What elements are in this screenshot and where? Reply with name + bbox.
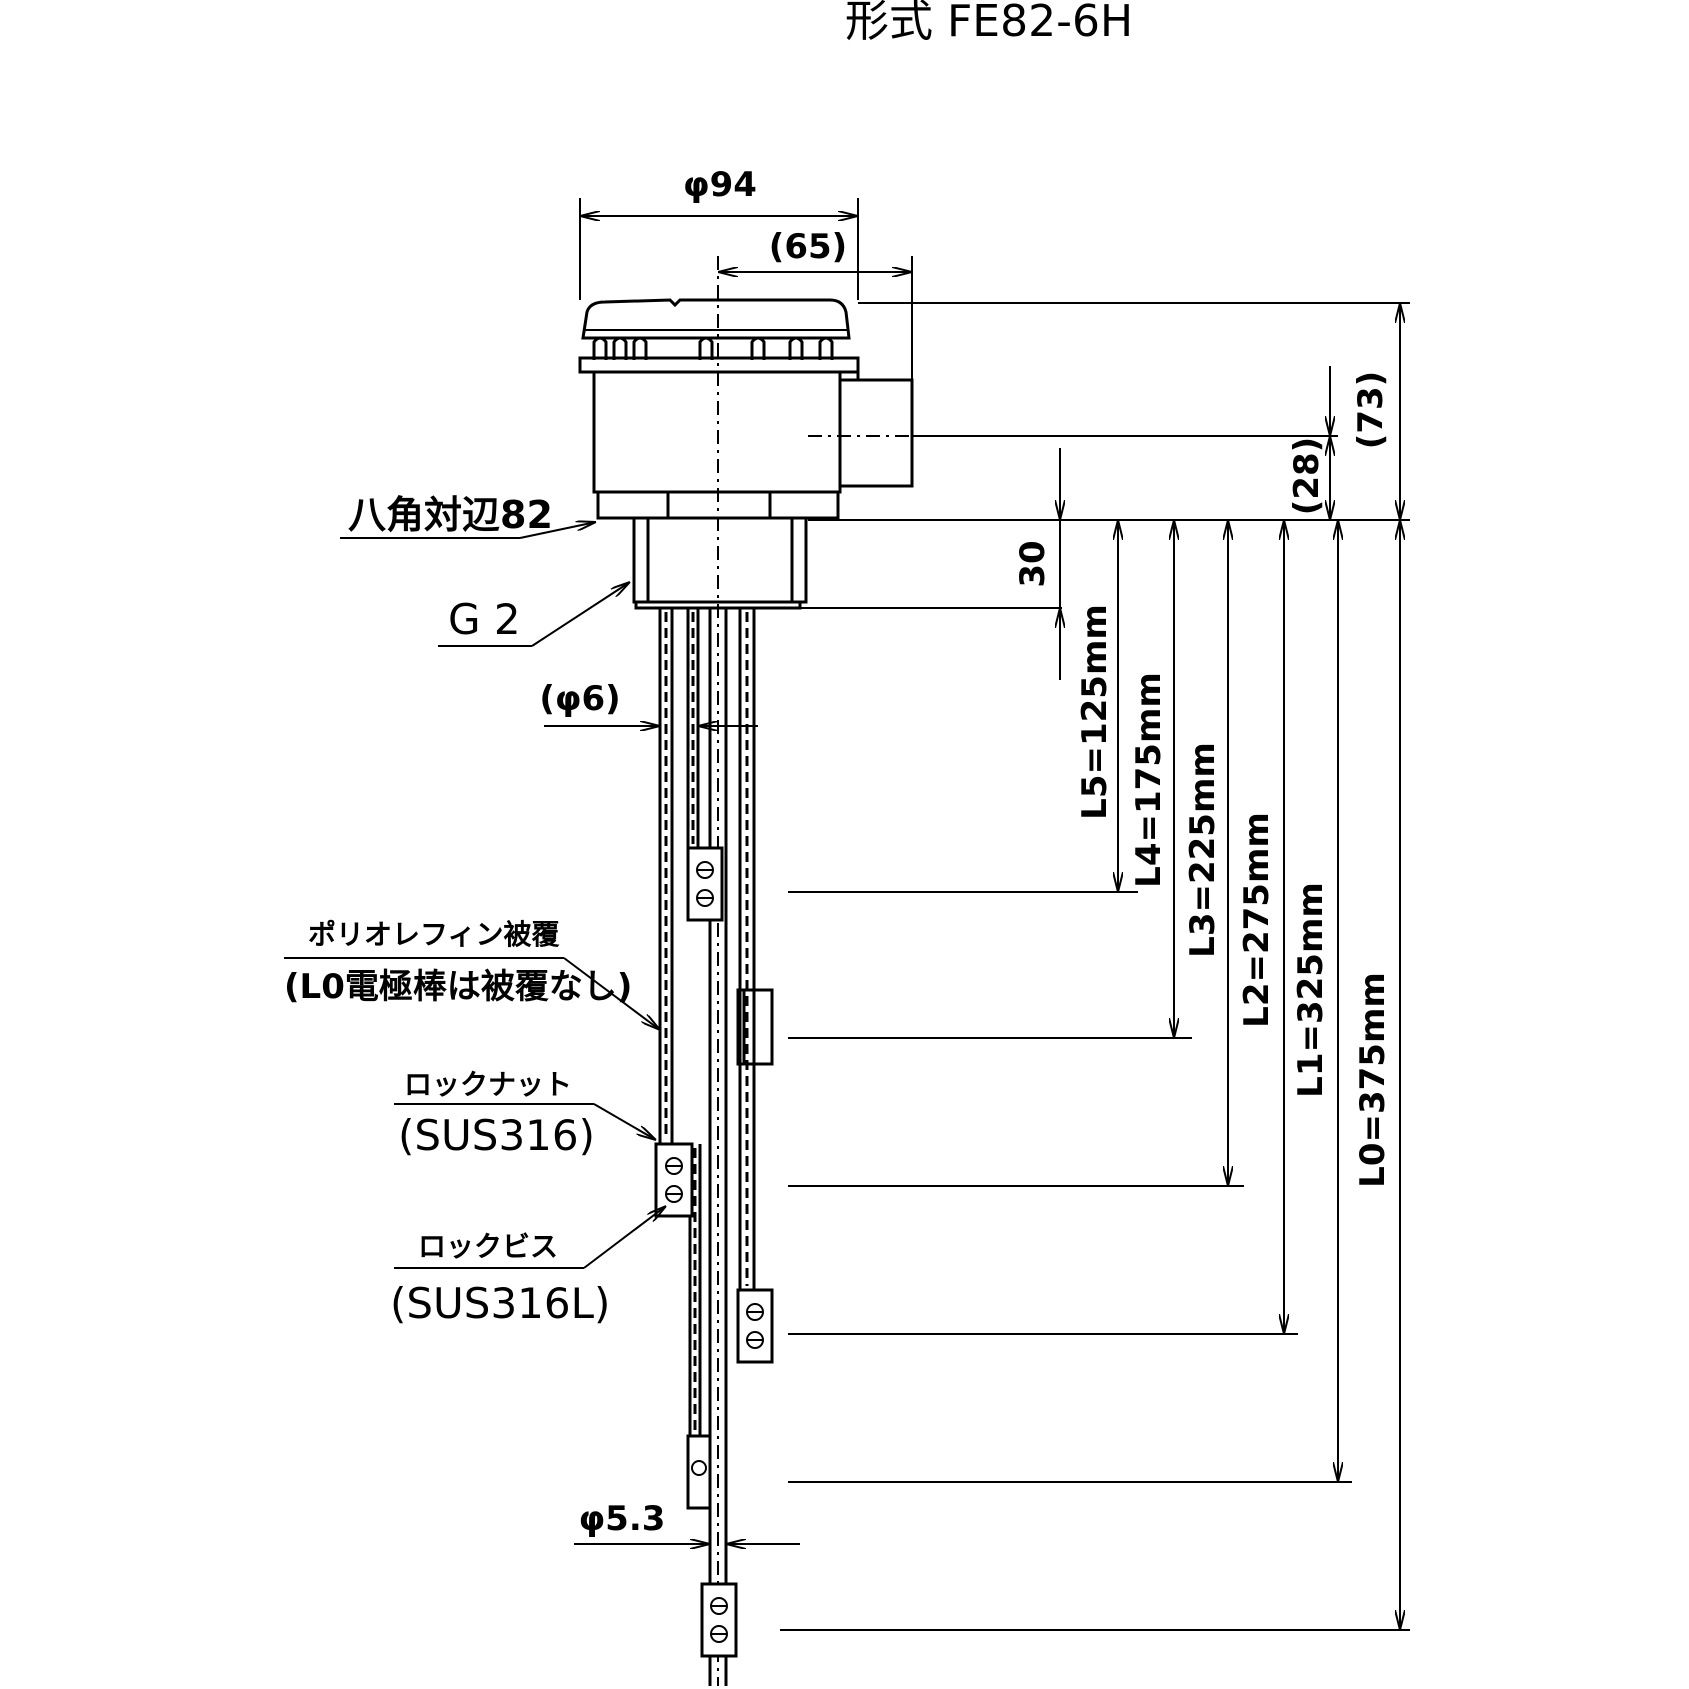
label-lockscrew: ロックビス (SUS316L) bbox=[390, 1206, 666, 1328]
label-lockscrew-2: (SUS316L) bbox=[390, 1279, 610, 1328]
dim-l4-text: L4=175mm bbox=[1129, 672, 1169, 888]
drawing-title: 形式 FE82-6H bbox=[845, 0, 1133, 47]
dim-l1-text: L1=325mm bbox=[1291, 882, 1331, 1098]
lock-nut-l0 bbox=[700, 1582, 738, 1658]
dim-73-text: (73) bbox=[1351, 371, 1391, 449]
dim-l3: L3=225mm bbox=[788, 520, 1244, 1187]
label-coating: ポリオレフィン被覆 (L0電極棒は被覆なし) bbox=[284, 918, 660, 1030]
dim-phi94: φ94 bbox=[579, 165, 859, 300]
label-thread-text: G 2 bbox=[448, 595, 521, 644]
dim-phi53-text: φ5.3 bbox=[579, 1499, 666, 1539]
dim-l2: L2=275mm bbox=[788, 520, 1298, 1335]
label-locknut-2: (SUS316) bbox=[398, 1111, 595, 1160]
dim-phi53: φ5.3 bbox=[574, 1499, 800, 1544]
lock-nut-l3 bbox=[686, 1434, 712, 1510]
label-hex-text: 八角対辺82 bbox=[348, 493, 553, 537]
terminal-head bbox=[578, 298, 914, 610]
lock-nut-l5 bbox=[686, 846, 724, 922]
dim-l4: L4=175mm bbox=[788, 520, 1192, 1039]
dim-phi6: (φ6) bbox=[539, 679, 758, 726]
dim-phi94-text: φ94 bbox=[683, 165, 757, 205]
label-coating-2: (L0電極棒は被覆なし) bbox=[284, 967, 632, 1007]
dim-73: (73) bbox=[1351, 303, 1400, 520]
label-locknut-1: ロックナット bbox=[404, 1068, 572, 1101]
label-coating-1: ポリオレフィン被覆 bbox=[308, 918, 559, 951]
dim-l2-text: L2=275mm bbox=[1237, 812, 1277, 1028]
dim-l5-text: L5=125mm bbox=[1075, 604, 1115, 820]
dim-30-text: 30 bbox=[1013, 540, 1053, 587]
dim-65-text: (65) bbox=[769, 227, 847, 267]
dim-l1: L1=325mm bbox=[788, 520, 1352, 1483]
dim-28: (28) bbox=[1287, 366, 1330, 520]
lock-nut-l2 bbox=[654, 1142, 694, 1218]
dim-phi6-text: (φ6) bbox=[539, 679, 620, 719]
label-thread: G 2 bbox=[438, 582, 630, 647]
electrode-rods bbox=[658, 608, 774, 1686]
dim-28-text: (28) bbox=[1287, 437, 1327, 515]
label-locknut: ロックナット (SUS316) bbox=[394, 1068, 656, 1160]
lock-nut-l1 bbox=[736, 1288, 774, 1364]
label-lockscrew-1: ロックビス bbox=[418, 1230, 558, 1263]
dim-l3-text: L3=225mm bbox=[1183, 742, 1223, 958]
dim-l0-text: L0=375mm bbox=[1353, 972, 1393, 1188]
dim-30: 30 bbox=[1013, 448, 1060, 680]
dim-65: (65) bbox=[718, 227, 913, 380]
dim-l0: L0=375mm bbox=[780, 520, 1410, 1631]
label-hex: 八角対辺82 bbox=[340, 493, 596, 539]
dim-l5: L5=125mm bbox=[788, 520, 1138, 893]
